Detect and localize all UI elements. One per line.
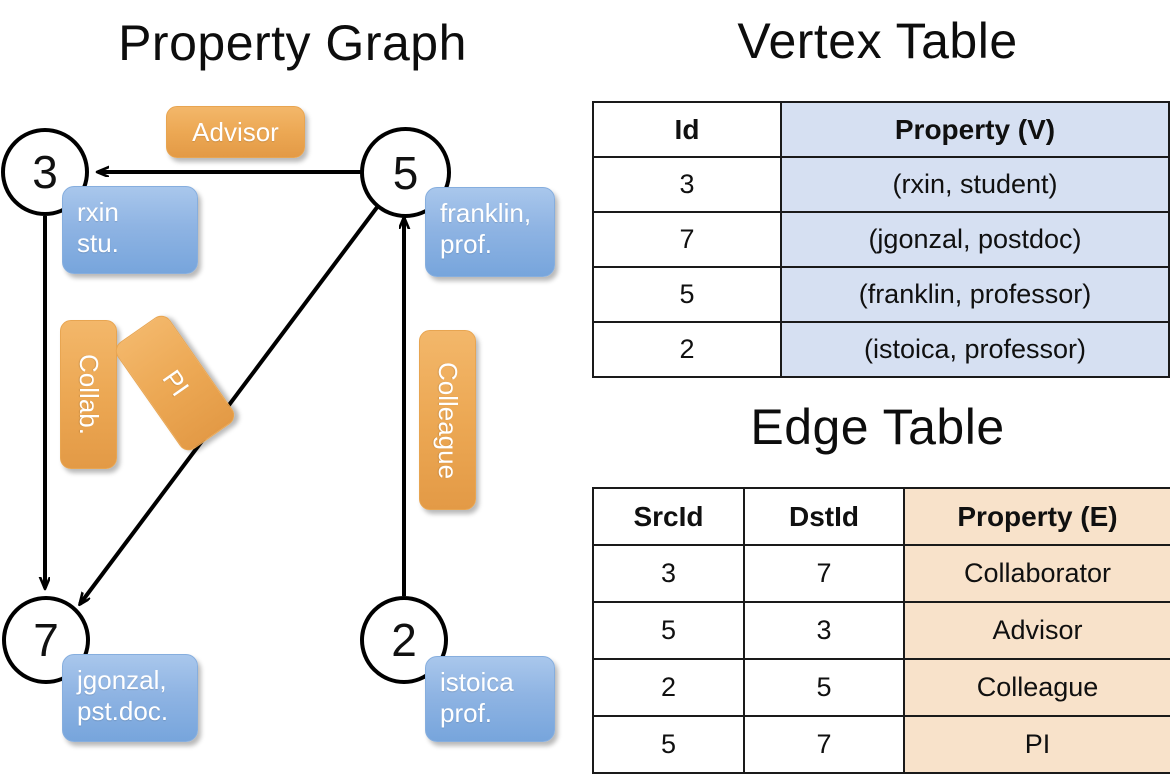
edge-label-collab-text: Collab. [74,354,104,435]
edge-cell-srcid: 5 [592,601,745,660]
edge-header-dstid: DstId [743,487,905,546]
vertex-cell-id: 2 [592,321,782,378]
edge-cell-srcid: 3 [592,544,745,603]
edge-cell-property: Collaborator [903,544,1170,603]
edge-cell-property: Advisor [903,601,1170,660]
edge-label-colleague[interactable]: Colleague [419,330,476,510]
page-title-edge-table: Edge Table [750,399,1005,455]
node-property-jgonzal-line2: pst.doc. [77,695,169,726]
node-property-box-jgonzal[interactable]: jgonzal, pst.doc. [62,654,198,742]
node-property-istoica-line1: istoica [440,667,514,697]
edge-cell-dstid: 5 [743,658,905,717]
table-row[interactable]: 2 5 Colleague [592,658,1170,717]
node-property-franklin-line2: prof. [440,228,493,259]
graph-node-2-label: 2 [391,614,417,666]
node-property-box-rxin[interactable]: rxin stu. [62,186,198,274]
edge-label-collab[interactable]: Collab. [60,320,117,469]
table-row[interactable]: 3 (rxin, student) [592,156,1170,213]
page-title-vertex-table: Vertex Table [737,13,1018,69]
edge-label-advisor[interactable]: Advisor [166,106,305,158]
graph-node-3-label: 3 [32,146,58,198]
graph-node-5-label: 5 [392,146,419,199]
table-row[interactable]: 2 (istoica, professor) [592,321,1170,378]
edge-label-advisor-text: Advisor [192,116,279,147]
edge-cell-dstid: 7 [743,544,905,603]
edge-header-srcid: SrcId [592,487,745,546]
node-property-franklin-line1: franklin, [440,198,532,228]
edge-cell-property: Colleague [903,658,1170,717]
table-row[interactable]: 7 (jgonzal, postdoc) [592,211,1170,268]
vertex-cell-id: 5 [592,266,782,323]
property-graph-panel: Property Graph 3 5 7 2 rxin stu. frankli… [0,0,585,760]
edge-label-pi-text: PI [156,364,195,402]
table-row[interactable]: 5 3 Advisor [592,601,1170,660]
graph-node-7-label: 7 [33,614,59,666]
edge-cell-property: PI [903,715,1170,774]
node-property-istoica-line2: prof. [440,697,493,728]
edge-table: SrcId DstId Property (E) 3 7 Collaborato… [592,487,1170,774]
table-row[interactable]: 5 (franklin, professor) [592,266,1170,323]
graph-node-2[interactable]: 2 [360,596,448,684]
node-property-rxin-line1: rxin [77,197,119,227]
node-property-rxin-line2: stu. [77,227,119,258]
edge-cell-dstid: 7 [743,715,905,774]
table-header-row: Id Property (V) [592,101,1170,158]
vertex-cell-id: 3 [592,156,782,213]
edge-header-property: Property (E) [903,487,1170,546]
table-row[interactable]: 5 7 PI [592,715,1170,774]
table-row[interactable]: 3 7 Collaborator [592,544,1170,603]
vertex-header-property: Property (V) [780,101,1170,158]
table-header-row: SrcId DstId Property (E) [592,487,1170,546]
vertex-cell-id: 7 [592,211,782,268]
node-property-box-istoica[interactable]: istoica prof. [425,656,555,742]
edge-cell-srcid: 2 [592,658,745,717]
edge-cell-srcid: 5 [592,715,745,774]
edge-label-colleague-text: Colleague [433,361,463,479]
edge-cell-dstid: 3 [743,601,905,660]
vertex-cell-property: (franklin, professor) [780,266,1170,323]
vertex-header-id: Id [592,101,782,158]
page-title-property-graph: Property Graph [118,15,467,71]
node-property-jgonzal-line1: jgonzal, [77,665,167,695]
vertex-table: Id Property (V) 3 (rxin, student) 7 (jgo… [592,101,1170,378]
vertex-cell-property: (istoica, professor) [780,321,1170,378]
node-property-box-franklin[interactable]: franklin, prof. [425,187,555,277]
vertex-cell-property: (rxin, student) [780,156,1170,213]
vertex-cell-property: (jgonzal, postdoc) [780,211,1170,268]
graph-node-5[interactable]: 5 [360,127,451,218]
